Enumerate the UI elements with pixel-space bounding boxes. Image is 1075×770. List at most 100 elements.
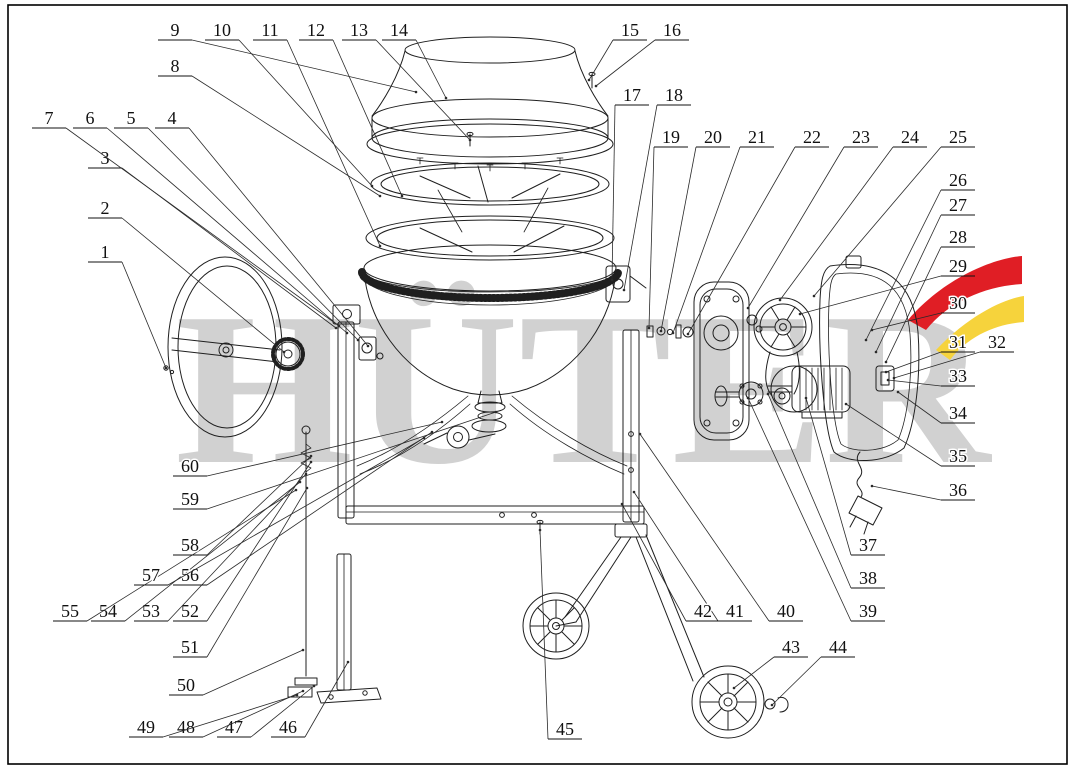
- callout-32: 32: [892, 331, 1014, 380]
- callout-19: 19: [647, 126, 688, 330]
- callout-59: 59: [173, 410, 498, 511]
- leader-line: [805, 397, 852, 556]
- part-number-label: 42: [694, 601, 712, 621]
- leader-endpoint: [864, 338, 868, 342]
- front-leg: [287, 553, 382, 704]
- callout-31: 31: [884, 331, 975, 374]
- callout-51: 51: [173, 486, 309, 659]
- part-number-label: 58: [181, 535, 199, 555]
- part-number-label: 43: [782, 637, 800, 657]
- leader-endpoint: [301, 689, 305, 693]
- leader-endpoint: [870, 328, 874, 332]
- leader-line: [121, 217, 285, 353]
- callout-12: 12: [299, 19, 404, 198]
- callout-17: 17: [610, 84, 649, 282]
- leader-line: [779, 146, 894, 301]
- leader-endpoint: [770, 703, 774, 707]
- callout-29: 29: [798, 255, 975, 316]
- leader-line: [747, 146, 845, 309]
- part-number-label: 13: [350, 20, 368, 40]
- callout-5: 5: [114, 107, 360, 342]
- leader-line: [871, 312, 942, 331]
- callout-48: 48: [169, 689, 305, 739]
- leader-line: [202, 649, 304, 696]
- leader-endpoint: [884, 360, 888, 364]
- callout-40: 40: [638, 432, 803, 623]
- leader-endpoint: [468, 138, 472, 142]
- gearbox: [715, 381, 764, 407]
- leader-endpoint: [301, 648, 305, 652]
- callout-7: 7: [32, 107, 341, 328]
- leader-endpoint: [440, 420, 444, 424]
- leader-line: [845, 403, 942, 467]
- part-number-label: 29: [949, 256, 967, 276]
- part-number-label: 39: [859, 601, 877, 621]
- tilt-lever-rod: [294, 425, 318, 686]
- leader-endpoint: [414, 90, 418, 94]
- part-number-label: 36: [949, 480, 967, 500]
- leader-endpoint: [844, 402, 848, 406]
- part-number-label: 9: [171, 20, 180, 40]
- callout-14: 14: [382, 19, 448, 100]
- callout-13: 13: [342, 19, 472, 142]
- leader-line: [871, 485, 942, 501]
- leader-endpoint: [874, 350, 878, 354]
- screw-icon: [163, 365, 175, 375]
- part-number-label: 8: [171, 56, 180, 76]
- leader-line: [687, 146, 796, 335]
- leader-line: [799, 275, 942, 315]
- leader-endpoint: [494, 410, 498, 414]
- leader-line: [588, 39, 614, 81]
- callout-1: 1: [88, 241, 168, 370]
- part-number-label: 5: [127, 108, 136, 128]
- part-number-label: 44: [829, 637, 847, 657]
- callout-38: 38: [766, 392, 885, 590]
- callout-16: 16: [594, 19, 689, 88]
- leader-line: [304, 661, 349, 738]
- part-number-label: 3: [101, 148, 110, 168]
- part-number-label: 59: [181, 489, 199, 509]
- part-number-label: 12: [307, 20, 325, 40]
- part-number-label: 10: [213, 20, 231, 40]
- leader-endpoint: [366, 344, 370, 348]
- leader-endpoint: [746, 306, 750, 310]
- part-number-label: 18: [665, 85, 683, 105]
- callout-20: 20: [659, 126, 730, 333]
- leader-endpoint: [312, 684, 316, 688]
- logo-yellow-swoosh: [936, 296, 1024, 360]
- callout-28: 28: [884, 226, 975, 364]
- part-number-label: 41: [726, 601, 744, 621]
- part-number-label: 19: [662, 127, 680, 147]
- leader-line: [611, 104, 616, 281]
- callout-49: 49: [129, 693, 299, 739]
- leader-line: [286, 39, 381, 247]
- leader-endpoint: [538, 528, 542, 532]
- leader-line: [206, 461, 312, 622]
- callout-34: 34: [896, 390, 975, 425]
- part-number-label: 25: [949, 127, 967, 147]
- tilt-gear: [271, 337, 305, 371]
- drum-outlet-parts: [356, 390, 628, 475]
- leader-endpoint: [345, 331, 349, 335]
- part-number-label: 11: [261, 20, 278, 40]
- part-number-label: 47: [225, 717, 243, 737]
- part-number-label: 34: [949, 403, 967, 423]
- callout-30: 30: [870, 292, 975, 332]
- leader-endpoint: [804, 396, 808, 400]
- leader-line: [238, 39, 373, 187]
- part-number-label: 6: [86, 108, 95, 128]
- leader-endpoint: [812, 294, 816, 298]
- leader-endpoint: [587, 78, 591, 82]
- leader-line: [887, 379, 942, 387]
- power-cord-plug: [848, 451, 883, 535]
- part-number-label: 33: [949, 366, 967, 386]
- callout-57: 57: [134, 436, 426, 587]
- part-number-label: 15: [621, 20, 639, 40]
- callout-27: 27: [874, 194, 975, 354]
- leader-line: [65, 127, 340, 327]
- part-number-label: 24: [901, 127, 919, 147]
- leader-endpoint: [766, 392, 770, 396]
- leader-line: [660, 146, 697, 332]
- leader-line: [250, 685, 315, 738]
- callout-46: 46: [271, 660, 350, 739]
